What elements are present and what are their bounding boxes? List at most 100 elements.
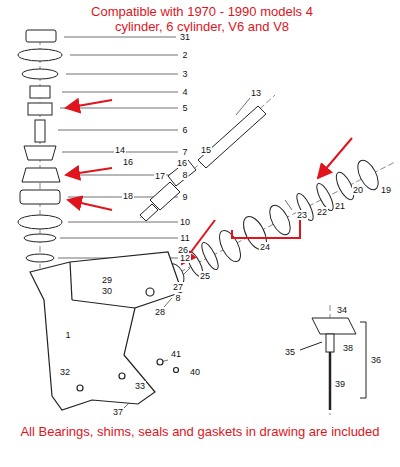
drive-shaft-part (112, 140, 287, 141)
callout-number: 8 (181, 170, 188, 180)
callout-number: 26 (177, 245, 189, 255)
callout-number: 39 (334, 379, 346, 389)
leader-line-part (60, 238, 178, 239)
callout-number: 29 (101, 275, 113, 285)
gear-stack-part (22, 69, 58, 79)
drive-shaft (112, 106, 287, 221)
callout-number: 25 (199, 271, 211, 281)
callout-number: 14 (114, 145, 126, 155)
gear-housing-part (157, 359, 163, 365)
red-arrow-part (68, 200, 112, 210)
callout-number: 41 (170, 349, 182, 359)
gear-stack-part (24, 234, 56, 242)
callout-number: 28 (154, 307, 166, 317)
callout-number: 33 (134, 381, 146, 391)
shift-assembly-part (300, 342, 322, 350)
gear-stack (18, 30, 62, 262)
shift-assembly-part (312, 318, 356, 334)
center-line-part (140, 95, 275, 218)
gear-housing-part (119, 373, 125, 379)
callout-number: 10 (179, 217, 191, 227)
callout-number: 23 (296, 210, 308, 220)
callout-number: 37 (112, 407, 124, 417)
callout-number: 17 (154, 171, 166, 181)
gear-stack-part (18, 215, 62, 229)
bearing-stack (162, 157, 382, 289)
bearing-stack-part (294, 191, 317, 222)
bearing-stack-part (239, 213, 271, 253)
shift-assembly-part (326, 334, 334, 352)
drive-shaft-part (198, 106, 266, 168)
bearing-stack-part (199, 240, 222, 271)
gear-housing-part (72, 300, 135, 308)
leader-line-part (68, 222, 178, 223)
callout-number: 24 (259, 242, 271, 252)
leader-line-part (285, 200, 292, 210)
callout-number: 20 (352, 185, 364, 195)
shift-assembly-part (329, 352, 332, 410)
gear-stack-part (30, 86, 50, 98)
red-arrow (66, 100, 352, 264)
callout-number: 11 (179, 233, 190, 243)
callout-number: 7 (181, 147, 188, 157)
drive-shaft-part (140, 204, 158, 221)
leader-line-part (70, 55, 178, 56)
red-arrow-part (232, 214, 300, 238)
callout-number: 19 (380, 185, 392, 195)
red-arrow-part (318, 138, 352, 178)
callout-number: 22 (316, 207, 328, 217)
leader-line-part (58, 130, 178, 131)
callout-number: 35 (284, 347, 296, 357)
caption-text: All Bearings, shims, seals and gaskets i… (4, 424, 396, 439)
callout-number: 9 (181, 192, 188, 202)
leader-line-part (62, 92, 178, 93)
callout-number: 18 (122, 191, 134, 201)
callout-number: 15 (200, 145, 212, 155)
callout-number: 16 (122, 157, 134, 167)
callout-number: 3 (181, 69, 188, 79)
gear-housing (30, 252, 182, 410)
shift-assembly-part (360, 322, 366, 398)
callout-number: 30 (101, 286, 113, 296)
leader-line-part (236, 98, 250, 115)
red-arrow-part (66, 168, 112, 175)
callout-number: 13 (250, 88, 262, 98)
leader-line-part (66, 74, 178, 75)
callout-number: 6 (181, 125, 188, 135)
title-text: Compatible with 1970 - 1990 models 4 cyl… (88, 4, 316, 34)
callout-number: 36 (370, 355, 382, 365)
gear-housing-part (70, 262, 72, 300)
callout-number: 32 (59, 367, 71, 377)
leader-line-part (164, 298, 172, 307)
leader-line-part (64, 37, 176, 38)
gear-housing-part (146, 288, 154, 296)
bearing-stack-part (215, 227, 245, 265)
callout-number: 5 (181, 103, 188, 113)
gear-stack-part (22, 168, 60, 182)
callout-number: 38 (342, 343, 354, 353)
gear-stack-part (18, 49, 62, 61)
gear-stack-part (24, 146, 56, 160)
callout-number: 1 (64, 330, 71, 340)
callout-number: 34 (336, 305, 348, 315)
gear-stack-part (28, 103, 52, 115)
callout-number: 40 (189, 367, 201, 377)
bearing-stack-part (266, 202, 295, 238)
callout-number: 31 (179, 32, 191, 42)
gear-housing-part (77, 385, 83, 391)
callout-number: 21 (334, 201, 346, 211)
gear-stack-part (26, 254, 54, 262)
gear-stack-part (26, 30, 56, 42)
gear-housing-part (30, 252, 182, 410)
callout-number: 27 (172, 282, 184, 292)
leader-line-part (60, 108, 178, 109)
callout-number: 8 (174, 293, 181, 303)
gear-stack-part (20, 190, 60, 204)
red-arrow-part (66, 100, 112, 108)
gear-stack-part (35, 120, 45, 142)
callout-number: 16 (176, 158, 188, 168)
shift-assembly (300, 318, 366, 410)
gear-housing-part (174, 368, 179, 373)
callout-number: 2 (181, 50, 188, 60)
